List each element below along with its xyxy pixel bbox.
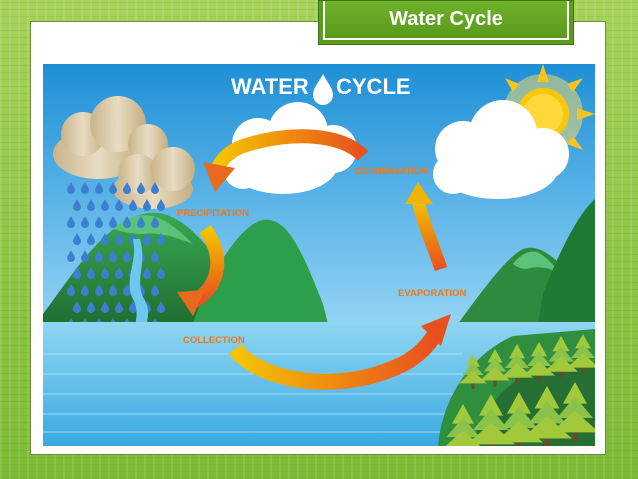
rain-drop (109, 250, 117, 262)
rain-drop (143, 267, 151, 279)
rain-drop (109, 216, 117, 228)
rain-cloud (53, 96, 195, 209)
rain-drop (87, 199, 95, 211)
rain-drop (95, 216, 103, 228)
rain-drop (81, 284, 89, 296)
cloud-right (433, 100, 569, 199)
pine-tree (523, 342, 555, 382)
rain-drop (137, 216, 145, 228)
rain-drop (151, 250, 159, 262)
heading-word-water: WATER (231, 74, 309, 99)
rain-drop (101, 233, 109, 245)
rain-drop (81, 182, 89, 194)
rain-drop (151, 182, 159, 194)
title-bar: Water Cycle (318, 0, 574, 45)
rain-drop (115, 199, 123, 211)
rain-drop (129, 199, 137, 211)
rain-drop (157, 199, 165, 211)
rain-drop (101, 267, 109, 279)
rain-drop (151, 216, 159, 228)
rain-drop (67, 284, 75, 296)
rain-drop (123, 216, 131, 228)
rain-drop (95, 250, 103, 262)
rain-drop (109, 284, 117, 296)
pine-tree (522, 386, 572, 446)
forest (445, 334, 595, 446)
rain-drop (81, 250, 89, 262)
rain-drop (157, 233, 165, 245)
rain-drop (115, 267, 123, 279)
rain-drop (123, 250, 131, 262)
slide-title: Water Cycle (389, 8, 503, 30)
rain-drop (101, 199, 109, 211)
pine-tree (567, 334, 595, 374)
rain-drop (123, 182, 131, 194)
arrow-evaporation-to-condensation (405, 182, 448, 271)
label-evaporation: EVAPORATION (398, 288, 466, 299)
pine-tree (459, 354, 487, 389)
rain-drop (101, 301, 109, 313)
rain-drop (87, 233, 95, 245)
arrow-precipitation-to-collection (177, 224, 225, 316)
rain-drop (67, 250, 75, 262)
rain-drop (115, 233, 123, 245)
label-condensation: CONDENSATION (355, 166, 427, 176)
rain-drop (73, 267, 81, 279)
heading-word-cycle: CYCLE (336, 74, 411, 99)
rain-drop (129, 301, 137, 313)
pine-tree (544, 336, 578, 379)
rain-drop (151, 284, 159, 296)
rain-drop (137, 182, 145, 194)
rain-drop (95, 284, 103, 296)
rain-drop (67, 182, 75, 194)
water-drop-icon (313, 74, 333, 105)
rain-drop (67, 216, 75, 228)
title-bar-inner: Water Cycle (323, 1, 569, 40)
diagram-heading: WATER CYCLE (231, 74, 411, 105)
rain-drop (123, 284, 131, 296)
rain-drop (157, 301, 165, 313)
rain-drop (143, 199, 151, 211)
rain-drop (157, 267, 165, 279)
rain-drop (81, 216, 89, 228)
rain-drop (73, 199, 81, 211)
rain-drop (87, 267, 95, 279)
river (129, 239, 149, 339)
rain-drop (87, 301, 95, 313)
arrow-collection-to-evaporation (228, 314, 451, 390)
rain-drop (95, 182, 103, 194)
rain-drop (109, 182, 117, 194)
rain-drop (73, 233, 81, 245)
rain-drop (143, 233, 151, 245)
label-collection: COLLECTION (183, 335, 245, 346)
rain-drop (73, 301, 81, 313)
rain-drop (115, 301, 123, 313)
arrow-condensation-to-precipitation (203, 129, 369, 192)
label-precipitation: PRECIPITATION (177, 208, 249, 219)
water-cycle-illustration: WATER CYCLE (43, 64, 595, 446)
pine-tree (551, 382, 595, 442)
